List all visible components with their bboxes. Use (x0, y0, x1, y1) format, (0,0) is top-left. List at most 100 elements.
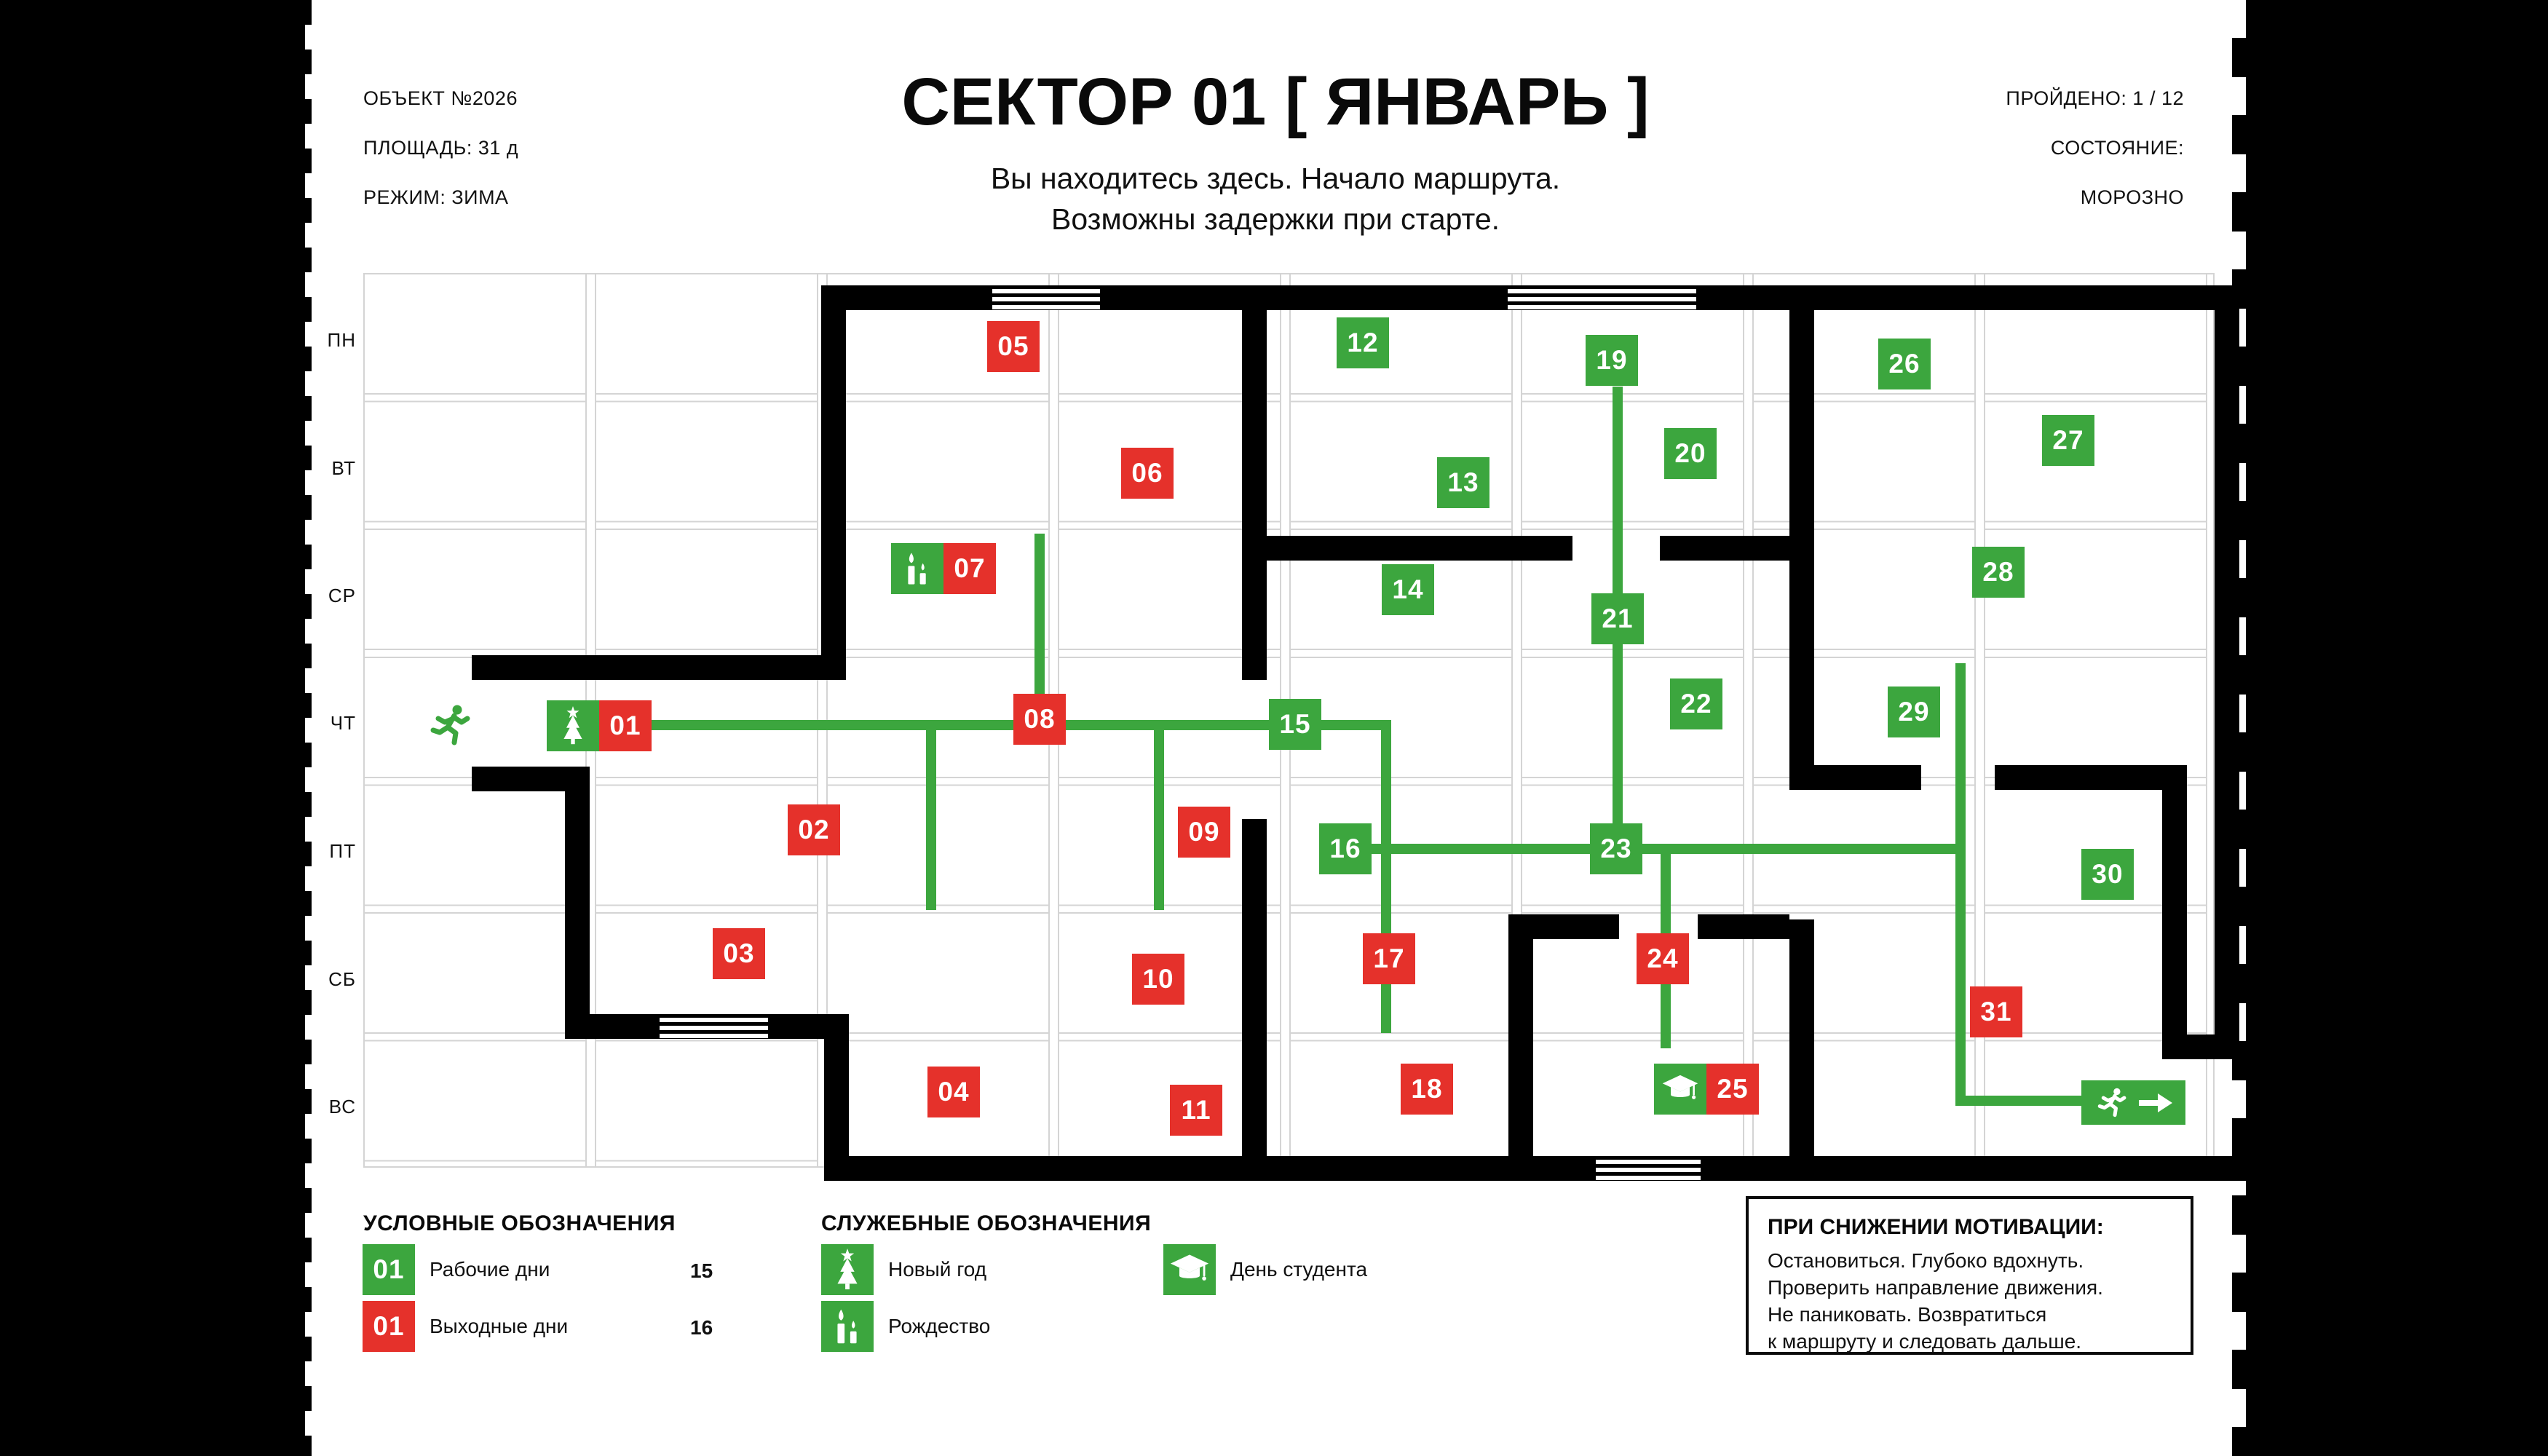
day-badge-15[interactable]: 15 (1269, 699, 1321, 750)
day-number: 02 (788, 804, 840, 855)
day-number: 19 (1586, 335, 1638, 386)
door-opening (1596, 1156, 1701, 1181)
weekends-label: Выходные дни (430, 1315, 569, 1337)
day-badge-18[interactable]: 18 (1401, 1064, 1453, 1115)
weekday-label-ВТ: ВТ (331, 457, 356, 479)
door-opening (1508, 285, 1696, 310)
wall-segment (565, 1014, 660, 1039)
weekday-label-СБ: СБ (328, 968, 356, 990)
route-segment (1034, 534, 1045, 730)
wall-segment (1242, 819, 1267, 1181)
day-badge-25[interactable]: 25 (1654, 1064, 1759, 1115)
day-number: 06 (1121, 448, 1174, 499)
workdays-label: Рабочие дни (430, 1258, 550, 1281)
day-badge-03[interactable]: 03 (713, 928, 765, 979)
day-number: 14 (1382, 564, 1434, 615)
day-badge-19[interactable]: 19 (1586, 335, 1638, 386)
legend-item-workdays: 01 Рабочие дни (363, 1244, 550, 1295)
day-number: 16 (1319, 823, 1372, 874)
new-year-label: Новый год (888, 1258, 987, 1281)
christmas-tree-icon (821, 1244, 874, 1295)
candles-icon (821, 1301, 874, 1352)
wall-segment (1508, 914, 1533, 1181)
day-badge-08[interactable]: 08 (1013, 694, 1066, 745)
day-badge-12[interactable]: 12 (1337, 317, 1389, 368)
day-number: 21 (1591, 593, 1644, 644)
legend-item-weekends: 01 Выходные дни (363, 1301, 568, 1352)
route-segment (1955, 1096, 2092, 1106)
day-badge-09[interactable]: 09 (1178, 807, 1230, 858)
day-number: 07 (943, 543, 996, 594)
motivation-box: ПРИ СНИЖЕНИИ МОТИВАЦИИ: Остановиться. Гл… (1746, 1196, 2193, 1355)
day-badge-07[interactable]: 07 (891, 543, 996, 594)
day-number: 31 (1970, 986, 2022, 1037)
exit-arrow-icon (2138, 1093, 2172, 1112)
day-number: 01 (599, 700, 652, 751)
wall-segment (821, 285, 846, 680)
day-number: 12 (1337, 317, 1389, 368)
tree-icon (547, 700, 599, 751)
weekends-count: 16 (690, 1316, 713, 1339)
day-badge-14[interactable]: 14 (1382, 564, 1434, 615)
day-number: 27 (2042, 415, 2094, 466)
object-number: ОБЪЕКТ №2026 (363, 87, 518, 109)
day-number: 26 (1878, 339, 1931, 389)
day-badge-04[interactable]: 04 (927, 1067, 980, 1117)
day-badge-26[interactable]: 26 (1878, 339, 1931, 389)
legend-item-students-day: День студента (1163, 1244, 1367, 1295)
route-segment (926, 725, 936, 910)
day-badge-05[interactable]: 05 (987, 321, 1040, 372)
weekday-label-СР: СР (328, 585, 356, 606)
graduation-cap-icon (1163, 1244, 1216, 1295)
motivation-line: к маршруту и следовать дальше. (1768, 1330, 2082, 1353)
day-number: 25 (1706, 1064, 1759, 1115)
route-segment (1955, 663, 1966, 1106)
day-badge-11[interactable]: 11 (1170, 1085, 1222, 1136)
door-opening (992, 285, 1100, 310)
day-badge-21[interactable]: 21 (1591, 593, 1644, 644)
day-badge-30[interactable]: 30 (2081, 849, 2134, 900)
motivation-line: Не паниковать. Возвратиться (1768, 1303, 2047, 1326)
day-number: 08 (1013, 694, 1066, 745)
day-badge-10[interactable]: 10 (1132, 954, 1184, 1005)
day-badge-28[interactable]: 28 (1972, 547, 2025, 598)
wall-segment (1100, 285, 1508, 310)
motivation-line: Проверить направление движения. (1768, 1276, 2103, 1299)
wall-segment (472, 655, 846, 680)
left-edge-notches (305, 0, 312, 1456)
day-badge-22[interactable]: 22 (1670, 678, 1722, 729)
day-badge-20[interactable]: 20 (1664, 428, 1717, 479)
day-number: 18 (1401, 1064, 1453, 1115)
day-badge-06[interactable]: 06 (1121, 448, 1174, 499)
object-mode: РЕЖИМ: ЗИМА (363, 186, 509, 208)
wall-segment (1698, 914, 1789, 939)
day-number: 09 (1178, 807, 1230, 858)
day-badge-17[interactable]: 17 (1363, 933, 1415, 984)
weekday-label-ПТ: ПТ (329, 840, 356, 862)
motivation-line: Остановиться. Глубоко вдохнуть. (1768, 1249, 2084, 1272)
day-badge-27[interactable]: 27 (2042, 415, 2094, 466)
wall-segment (1660, 536, 1789, 561)
day-number: 13 (1437, 457, 1489, 508)
wall-segment (1789, 285, 1814, 790)
day-number: 10 (1132, 954, 1184, 1005)
day-number: 24 (1637, 933, 1689, 984)
service-legend-title: СЛУЖЕБНЫЕ ОБОЗНАЧЕНИЯ (821, 1211, 1152, 1235)
day-badge-24[interactable]: 24 (1637, 933, 1689, 984)
day-badge-23[interactable]: 23 (1590, 823, 1642, 874)
right-edge-notches (2232, 0, 2246, 1456)
day-badge-01[interactable]: 01 (547, 700, 652, 751)
wall-segment (824, 1156, 2250, 1181)
legend-item-christmas: Рождество (821, 1301, 990, 1352)
day-badge-13[interactable]: 13 (1437, 457, 1489, 508)
cap-icon (1654, 1064, 1706, 1115)
day-badge-29[interactable]: 29 (1888, 687, 1940, 737)
day-badge-31[interactable]: 31 (1970, 986, 2022, 1037)
workday-sample-badge: 01 (363, 1244, 415, 1295)
subtitle-line-2: Возможны задержки при старте. (1051, 202, 1500, 236)
object-area: ПЛОЩАДЬ: 31 д (363, 137, 519, 159)
route-segment (1381, 725, 1391, 1033)
day-badge-02[interactable]: 02 (788, 804, 840, 855)
day-number: 15 (1269, 699, 1321, 750)
day-badge-16[interactable]: 16 (1319, 823, 1372, 874)
